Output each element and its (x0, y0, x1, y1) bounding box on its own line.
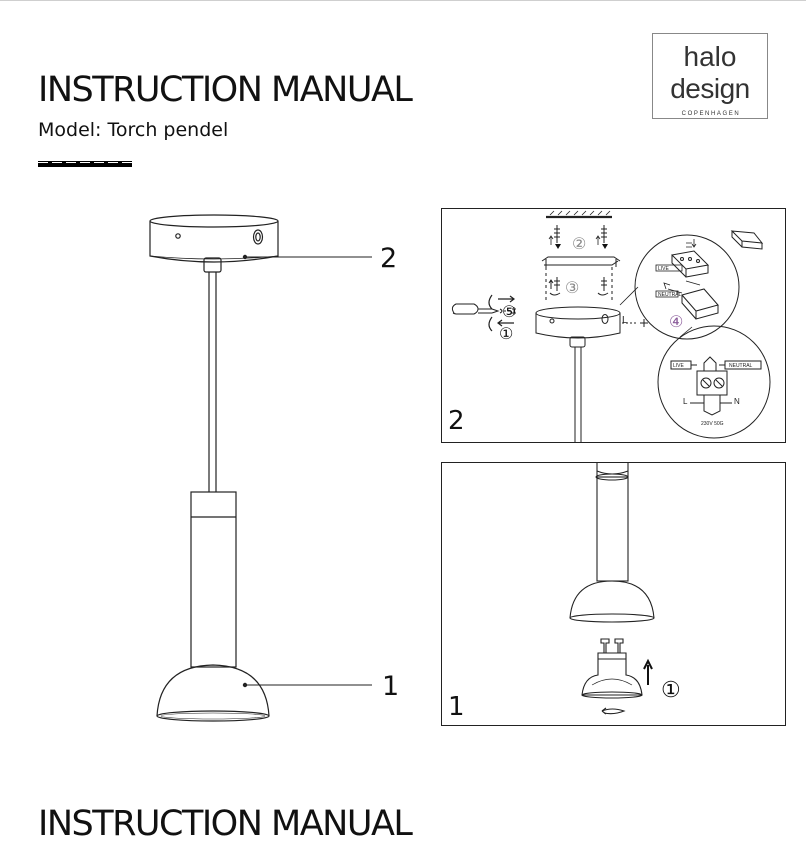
installation-panel-number: 2 (448, 406, 465, 436)
bulb-step-1-marker: ① (661, 677, 681, 702)
lamp-cylinder (190, 491, 237, 668)
ceiling-screw-left (554, 225, 560, 243)
screwdriver (451, 303, 479, 315)
mounting-bracket (541, 256, 621, 266)
step-5-marker: ⑤ (502, 304, 516, 321)
footer-title: INSTRUCTION MANUAL (38, 804, 413, 844)
canopy-screw (175, 233, 181, 239)
logo-word-halo: halo (683, 41, 737, 72)
letter-n: N (734, 397, 740, 406)
brand-logo: halo design COPENHAGEN (652, 33, 768, 119)
voltage-label: 230V 50G (701, 421, 724, 427)
rotate-arrow (601, 708, 626, 715)
letter-l: L (683, 397, 688, 406)
bracket-screw-right (601, 277, 607, 291)
canopy-letter-l: L (622, 315, 628, 326)
bulb-panel-shade (569, 580, 655, 619)
installation-diagram: ② ③ ④ ⑤ ① LIVE NEUTRAL 230V 50G LIVE NEU… (451, 210, 771, 442)
callout-canopy: 2 (380, 243, 398, 274)
lamp-shade (156, 664, 270, 717)
callout-shade: 1 (382, 671, 400, 702)
small-connector (730, 230, 764, 250)
installation-panel: ② ③ ④ ⑤ ① LIVE NEUTRAL 230V 50G LIVE NEU… (441, 208, 786, 443)
bulb-panel-cylinder (596, 476, 629, 582)
title-underline-bar (38, 161, 132, 167)
step-3-marker: ③ (565, 280, 579, 297)
wire-tag-neutral: NEUTRAL (658, 292, 682, 298)
logo-word-copenhagen: COPENHAGEN (663, 110, 759, 118)
bulb-diagram: ① (569, 463, 681, 715)
wire-tag-live: LIVE (658, 266, 670, 272)
model-name: Model: Torch pendel (38, 119, 229, 141)
install-canopy-body (535, 313, 621, 339)
bracket-screw-left (554, 277, 560, 291)
wiring-diagram-circle (657, 325, 771, 439)
step-4-marker: ④ (669, 314, 683, 331)
bulb-panel: ① 1 (441, 462, 786, 726)
terminal-neutral-label: NEUTRAL (729, 363, 753, 369)
top-rule (0, 0, 806, 1)
canopy-body (149, 221, 279, 263)
shade-rim (156, 710, 270, 722)
step-2-marker: ② (572, 236, 586, 253)
terminal-live-label: LIVE (673, 363, 685, 369)
ceiling-screw-right (601, 225, 607, 243)
step-1-marker: ① (499, 326, 513, 343)
page-title: INSTRUCTION MANUAL (38, 70, 413, 110)
cord-grip (203, 257, 222, 273)
logo-word-design: design (670, 73, 750, 104)
insert-arrow (643, 658, 653, 685)
bulb-panel-number: 1 (448, 692, 465, 722)
canopy-cable-gland (252, 229, 264, 245)
canopy-top (149, 214, 279, 228)
magnifier-circle (634, 234, 740, 340)
